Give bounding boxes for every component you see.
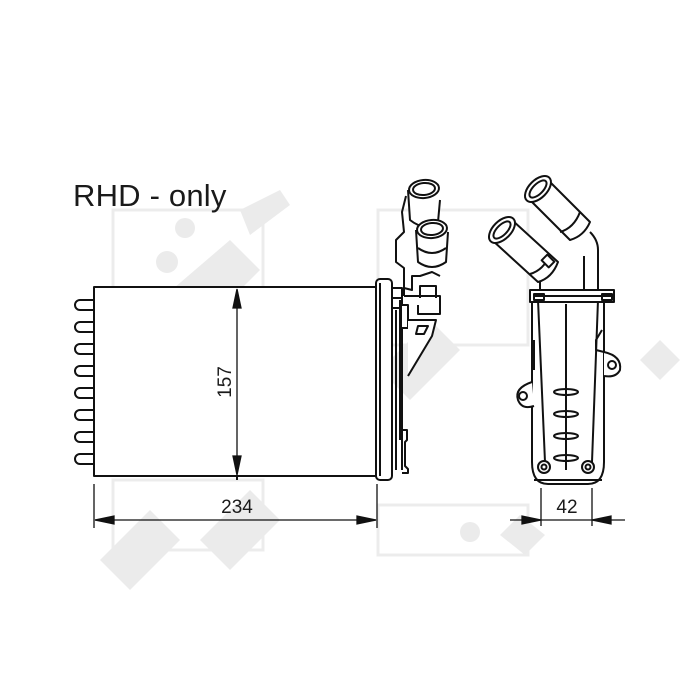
drawing-title: RHD - only [73,178,227,213]
front-view-tank [375,195,441,481]
side-view-pipes [488,175,591,283]
dimension-width-label: 234 [221,497,253,518]
dimension-width [93,484,378,528]
dimension-depth-label: 42 [556,497,577,518]
side-view [516,231,622,485]
dimension-height-label: 157 [215,366,236,398]
dimension-depth [510,488,625,526]
front-view-pipes [407,178,449,268]
front-view-core [93,286,377,480]
dimension-height [232,288,242,476]
fin-loops [74,299,94,465]
